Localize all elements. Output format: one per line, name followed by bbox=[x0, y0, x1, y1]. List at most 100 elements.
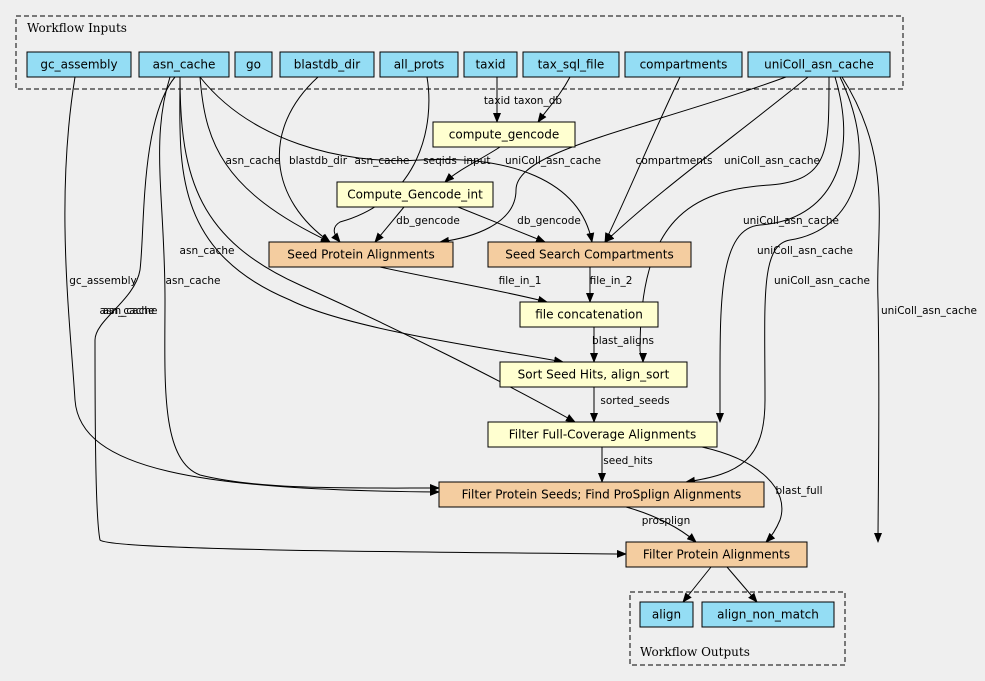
node-taxid[interactable]: taxid bbox=[463, 51, 518, 78]
edge-uniColl_asn_cache-to-filter_prot bbox=[841, 76, 883, 543]
workflow-inputs-cluster: Workflow Inputs bbox=[15, 15, 904, 90]
node-label-filter-seeds: Filter Protein Seeds; Find ProSplign Ali… bbox=[462, 488, 742, 502]
node-box-filter-prot bbox=[625, 541, 808, 568]
edge-label-asn_cache-to-sort_seed: asn_cache bbox=[180, 245, 235, 257]
edge-tax_sql_file-to-compute_gencode bbox=[537, 76, 571, 123]
node-align-non-match[interactable]: align_non_match bbox=[701, 601, 835, 628]
node-file-concat[interactable]: file concatenation bbox=[519, 301, 659, 328]
node-box-taxid bbox=[463, 51, 518, 78]
node-box-compartments bbox=[624, 51, 743, 78]
node-label-tax-sql-file: tax_sql_file bbox=[538, 58, 605, 72]
node-go[interactable]: go bbox=[234, 51, 273, 78]
node-asn-cache[interactable]: asn_cache bbox=[138, 51, 230, 78]
edge-filter_seeds-to-filter_prot bbox=[625, 506, 697, 543]
edge-label-tax_sql_file-to-compute_gencode: taxon_db bbox=[514, 95, 562, 107]
node-label-asn-cache: asn_cache bbox=[153, 58, 216, 72]
node-box-seed-protein bbox=[268, 241, 454, 268]
node-box-all-prots bbox=[379, 51, 459, 78]
edge-label-compute_gencode-to-compute_gencode_int: input bbox=[463, 155, 490, 167]
node-label-gc-assembly: gc_assembly bbox=[40, 58, 117, 72]
node-filter-full[interactable]: Filter Full-Coverage Alignments bbox=[487, 421, 718, 448]
node-box-tax-sql-file bbox=[522, 51, 620, 78]
node-label-filter-prot: Filter Protein Alignments bbox=[643, 548, 790, 562]
edge-label-uniColl_asn_cache-to-filter_seeds: uniColl_asn_cache bbox=[774, 275, 870, 287]
edge-filter_full-to-filter_prot bbox=[701, 446, 783, 543]
edges bbox=[64, 76, 883, 603]
node-box-uniColl-asn-cache bbox=[747, 51, 891, 78]
node-box-asn-cache bbox=[138, 51, 230, 78]
node-label-align-non-match: align_non_match bbox=[717, 608, 819, 622]
edge-label-compute_gencode_int-to-seed_search: db_gencode bbox=[517, 215, 581, 227]
node-label-compute-gencode-int: Compute_Gencode_int bbox=[347, 188, 483, 202]
node-box-compute-gencode bbox=[432, 121, 576, 148]
edge-label-asn_cache-to-filter_prot: asn_cache bbox=[103, 305, 158, 317]
edge-label-gc_assembly-to-filter_seeds: gc_assembly bbox=[69, 275, 137, 287]
edge-compartments-to-seed_search bbox=[604, 76, 681, 243]
edge-asn_cache-to-seed_protein bbox=[199, 76, 331, 243]
node-label-align: align bbox=[652, 608, 681, 622]
node-filter-seeds[interactable]: Filter Protein Seeds; Find ProSplign Ali… bbox=[438, 481, 765, 508]
edge-label-filter_full-to-filter_seeds: seed_hits bbox=[603, 455, 652, 467]
node-align[interactable]: align bbox=[639, 601, 694, 628]
edge-label-seed_protein-to-file_concat: file_in_1 bbox=[499, 275, 542, 287]
node-box-go bbox=[234, 51, 273, 78]
edge-uniColl_asn_cache-to-seed_protein bbox=[439, 76, 787, 245]
node-box-blastdb-dir bbox=[279, 51, 375, 78]
edge-uniColl_asn_cache-to-filter_seeds bbox=[685, 76, 860, 485]
edge-label-filter_full-to-filter_prot: blast_full bbox=[775, 485, 822, 497]
node-label-go: go bbox=[246, 58, 261, 72]
node-filter-prot[interactable]: Filter Protein Alignments bbox=[625, 541, 808, 568]
edge-label-uniColl_asn_cache-to-filter_full: uniColl_asn_cache bbox=[757, 245, 853, 257]
node-compute-gencode[interactable]: compute_gencode bbox=[432, 121, 576, 148]
node-box-seed-search bbox=[487, 241, 692, 268]
node-uniColl-asn-cache[interactable]: uniColl_asn_cache bbox=[747, 51, 891, 78]
node-label-seed-search: Seed Search Compartments bbox=[505, 248, 674, 262]
node-blastdb-dir[interactable]: blastdb_dir bbox=[279, 51, 375, 78]
node-gc-assembly[interactable]: gc_assembly bbox=[26, 51, 132, 78]
edge-label-asn_cache-to-seed_protein: asn_cache bbox=[226, 155, 281, 167]
node-tax-sql-file[interactable]: tax_sql_file bbox=[522, 51, 620, 78]
edge-label-filter_seeds-to-filter_prot: prosplign bbox=[642, 515, 690, 527]
node-compute-gencode-int[interactable]: Compute_Gencode_int bbox=[336, 181, 494, 208]
node-label-taxid: taxid bbox=[475, 58, 505, 72]
node-label-all-prots: all_prots bbox=[394, 58, 445, 72]
nodes: gc_assembly asn_cache go blastdb_dir all_pro… bbox=[26, 51, 891, 628]
node-label-compartments: compartments bbox=[640, 58, 728, 72]
node-box-gc-assembly bbox=[26, 51, 132, 78]
node-compartments[interactable]: compartments bbox=[624, 51, 743, 78]
edge-label-uniColl_asn_cache-to-filter_prot: uniColl_asn_cache bbox=[881, 305, 977, 317]
node-box-sort-seed bbox=[499, 361, 688, 388]
edge-gc_assembly-to-filter_seeds bbox=[64, 76, 440, 496]
node-box-file-concat bbox=[519, 301, 659, 328]
node-label-compute-gencode: compute_gencode bbox=[449, 128, 559, 142]
workflow-outputs-label: Workflow Outputs bbox=[640, 645, 750, 659]
node-box-align-non-match bbox=[701, 601, 835, 628]
node-seed-protein[interactable]: Seed Protein Alignments bbox=[268, 241, 454, 268]
edge-label-uniColl_asn_cache-to-seed_protein: uniColl_asn_cache bbox=[505, 155, 601, 167]
edge-label-taxid-to-compute_gencode: taxid bbox=[484, 95, 510, 107]
workflow-outputs-cluster: Workflow Outputs bbox=[629, 591, 846, 666]
edge-label-compartments-to-seed_search: compartments bbox=[636, 155, 713, 167]
node-all-prots[interactable]: all_prots bbox=[379, 51, 459, 78]
edge-blastdb_dir-to-seed_protein bbox=[278, 76, 331, 243]
edge-label-seed_search-to-file_concat: file_in_2 bbox=[590, 275, 633, 287]
edge-label-uniColl_asn_cache-to-seed_search: uniColl_asn_cache bbox=[724, 155, 820, 167]
edge-label-sort_seed-to-filter_full: sorted_seeds bbox=[600, 395, 669, 407]
edge-label-all_prots-to-seed_protein: seqids bbox=[423, 155, 457, 167]
edge-asn_cache-to-seed_search bbox=[199, 76, 595, 243]
workflow-inputs-label: Workflow Inputs bbox=[27, 21, 127, 35]
node-label-seed-protein: Seed Protein Alignments bbox=[287, 248, 434, 262]
edge-asn_cache-to-sort_seed bbox=[179, 76, 564, 365]
node-box-filter-seeds bbox=[438, 481, 765, 508]
edge-seed_protein-to-file_concat bbox=[379, 266, 548, 304]
node-label-blastdb-dir: blastdb_dir bbox=[294, 58, 360, 72]
edge-label-compute_gencode_int-to-seed_protein: db_gencode bbox=[396, 215, 460, 227]
edge-label-asn_cache-to-filter_seeds: asn_cache bbox=[100, 305, 155, 317]
node-label-file-concat: file concatenation bbox=[535, 308, 643, 322]
edge-label-asn_cache-to-filter_full: asn_cache bbox=[166, 275, 221, 287]
edge-label-asn_cache-to-seed_search: asn_cache bbox=[355, 155, 410, 167]
node-seed-search[interactable]: Seed Search Compartments bbox=[487, 241, 692, 268]
node-sort-seed[interactable]: Sort Seed Hits, align_sort bbox=[499, 361, 688, 388]
